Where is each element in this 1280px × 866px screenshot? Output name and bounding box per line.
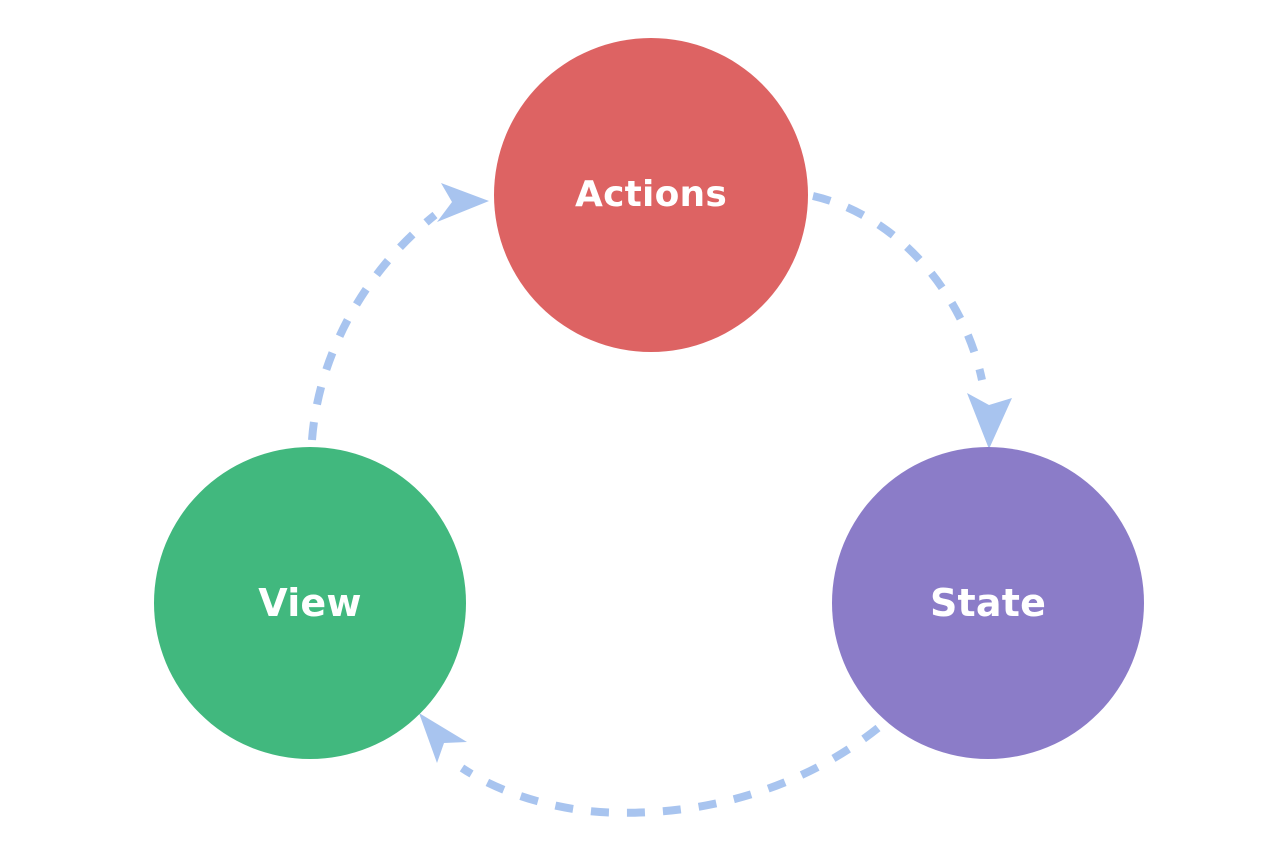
node-actions-label: Actions bbox=[575, 174, 727, 215]
edge-state-to-view-path bbox=[459, 724, 881, 817]
edge-view-to-actions-path bbox=[308, 211, 438, 441]
node-view-label: View bbox=[258, 581, 362, 625]
edge-view-to-actions-arrowhead bbox=[437, 183, 489, 222]
node-view[interactable]: View bbox=[154, 447, 466, 759]
node-actions[interactable]: Actions bbox=[494, 38, 808, 352]
edge-actions-to-state-arrowhead bbox=[967, 393, 1012, 449]
edge-state-to-view-arrowhead bbox=[419, 713, 467, 763]
edge-state-to-view bbox=[419, 713, 881, 817]
node-state-label: State bbox=[929, 581, 1047, 625]
edge-view-to-actions bbox=[308, 183, 489, 441]
edge-actions-to-state bbox=[812, 192, 1012, 449]
node-state[interactable]: State bbox=[832, 447, 1144, 759]
edge-actions-to-state-path bbox=[812, 192, 986, 381]
